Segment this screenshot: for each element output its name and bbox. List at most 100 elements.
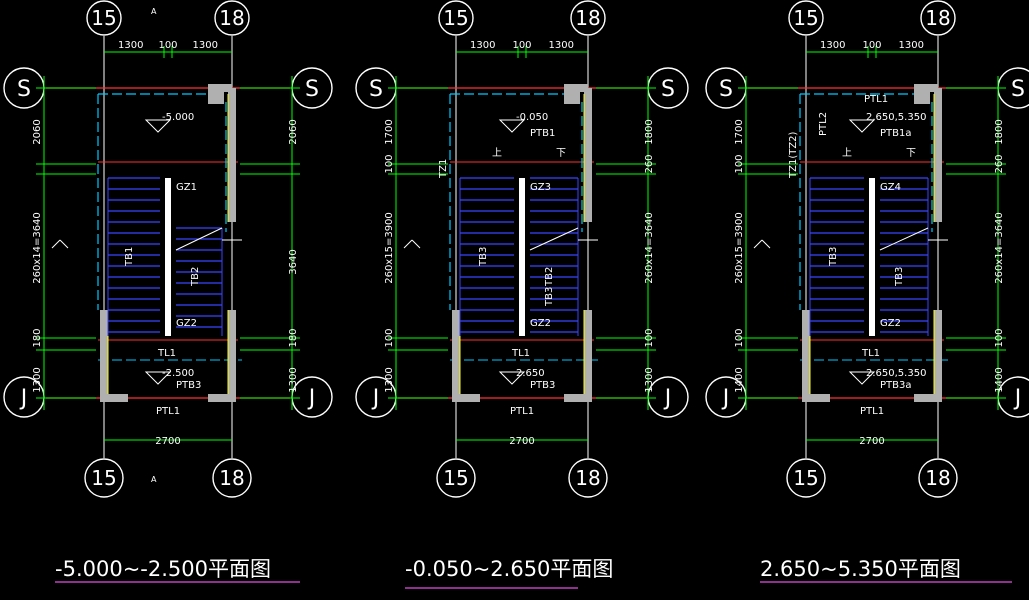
label-beam-bottom: PTL1 [860, 406, 884, 417]
dim-text-left-2: 100 [384, 154, 395, 173]
axis-bubble-18-top-label: 18 [575, 6, 600, 30]
break-line [761, 239, 771, 249]
dim-text-top-1: 1300 [118, 40, 143, 51]
label-flight-left: TB1 [124, 247, 135, 267]
axis-bubble-15-bottom-label: 15 [793, 466, 818, 490]
axis-bubble-18-top [570, 0, 606, 36]
dim-text-left-4: 100 [384, 328, 395, 347]
label-slab-bottom: PTB3a [880, 380, 912, 391]
wall-right-bottom [228, 310, 236, 398]
axis-bubble-s-right-label: S [305, 77, 319, 102]
dim-text-left-3: 260x15=3900 [384, 212, 395, 284]
wall-right-top [934, 88, 942, 222]
label-column-top: GZ3 [530, 182, 551, 193]
label-tl: TL1 [511, 348, 530, 359]
wall-right-bottom [934, 310, 942, 398]
axis-bubble-15-bottom-label: 15 [91, 466, 116, 490]
dim-text-right-3: 180 [288, 328, 299, 347]
axis-bubble-18-bottom-label: 18 [925, 466, 950, 490]
axis-bubble-15-bottom [436, 458, 476, 498]
label-flight-left: TB3 [828, 247, 839, 267]
dim-text-right-4: 1300 [288, 367, 299, 392]
dim-text-top-1: 1300 [820, 40, 845, 51]
label-tl: TL1 [861, 348, 880, 359]
section-mark-top: A [151, 7, 157, 16]
elevation-symbol-top [144, 119, 172, 133]
dim-text-top-1: 1300 [470, 40, 495, 51]
column-corner [208, 88, 224, 104]
label-elevation-top: -5.000 [162, 112, 194, 123]
label-flight-left: TB3 [478, 247, 489, 267]
wall-cyan-line [449, 93, 583, 310]
break-line [59, 239, 69, 249]
axis-bubble-15-top-label: 15 [443, 6, 468, 30]
dim-text-top-3: 1300 [193, 40, 218, 51]
wall-right-top [228, 88, 236, 222]
elevation-symbol-bottom [498, 371, 526, 385]
axis-bubble-15-bottom [84, 458, 124, 498]
axis-bubble-j-right-label: J [663, 386, 672, 411]
dim-text-right-4: 100 [994, 328, 1005, 347]
elevation-symbol-bottom [144, 371, 172, 385]
label-flight-right: TB3 [894, 267, 905, 287]
plan-caption: -0.050~2.650平面图 [405, 557, 613, 581]
label-column-top: GZ1 [176, 182, 197, 193]
axis-bubble-18-bottom [918, 458, 958, 498]
wall-cyan-line [97, 93, 227, 310]
handrail-column [165, 178, 171, 336]
axis-bubble-18-top [920, 0, 956, 36]
handrail-column [519, 178, 525, 336]
dim-text-right-2: 260 [994, 154, 1005, 173]
label-column-bottom: GZ2 [530, 318, 551, 329]
dim-text-bottom: 2700 [155, 436, 180, 447]
label-column-top: GZ4 [880, 182, 901, 193]
wall-bottom-left [802, 394, 830, 402]
wall-bottom-right [914, 394, 942, 402]
label-elevation-top: 2.650,5.350 [866, 112, 926, 123]
elevation-symbol-top [848, 119, 876, 133]
axis-bubble-18-bottom-label: 18 [219, 466, 244, 490]
wall-cyan-line [799, 93, 933, 310]
axis-bubble-15-top [86, 0, 122, 36]
label-down: 下 [556, 148, 566, 159]
axis-bubble-j-right-label: J [1013, 386, 1022, 411]
label-up: 上 [492, 147, 502, 159]
break-line [411, 239, 421, 249]
dim-text-left-2: 260x14=3640 [32, 212, 43, 284]
dim-text-right-3: 260x14=3640 [644, 212, 655, 284]
label-elevation-bottom: 2.650 [516, 368, 545, 379]
dim-text-left-5: 1400 [734, 367, 745, 392]
axis-bubble-15-top [788, 0, 824, 36]
axis-bubble-s-left-label: S [17, 77, 31, 102]
label-slab-top: PTB1a [880, 128, 912, 139]
label-column-bottom: GZ2 [176, 318, 197, 329]
axis-bubble-18-top [214, 0, 250, 36]
dim-text-left-1: 1700 [384, 119, 395, 144]
wall-right-top [584, 88, 592, 222]
dim-text-right-1: 1800 [994, 119, 1005, 144]
column-corner [914, 88, 930, 104]
column-corner [564, 88, 580, 104]
wall-bottom-right [208, 394, 236, 402]
dim-text-left-4: 100 [734, 328, 745, 347]
label-slab-top: PTB1 [530, 128, 555, 139]
break-line [175, 227, 223, 251]
elevation-symbol-bottom [848, 371, 876, 385]
dim-text-top-2: 100 [158, 40, 177, 51]
wall-bottom-right [564, 394, 592, 402]
axis-bubble-15-top [438, 0, 474, 36]
elevation-symbol-top [498, 119, 526, 133]
dim-text-right-5: 1300 [644, 367, 655, 392]
axis-bubble-j-left-label: J [19, 386, 28, 411]
axis-bubble-18-bottom [212, 458, 252, 498]
axis-bubble-15-top-label: 15 [793, 6, 818, 30]
axis-bubble-s-right-label: S [1011, 77, 1025, 102]
handrail-column [869, 178, 875, 336]
label-beam-top: PTL1 [864, 94, 888, 105]
dim-text-left-3: 260x15=3900 [734, 212, 745, 284]
label-tl: TL1 [157, 348, 176, 359]
